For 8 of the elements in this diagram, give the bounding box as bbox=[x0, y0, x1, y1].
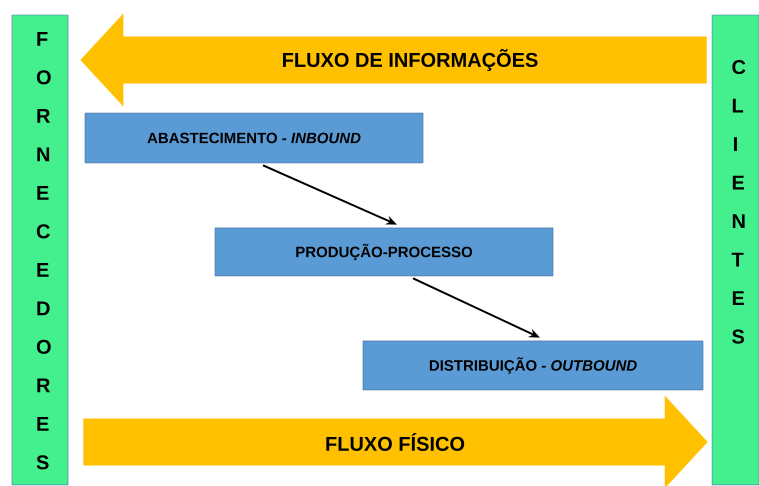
process-box: DISTRIBUIÇÃO - OUTBOUND bbox=[362, 340, 704, 390]
process-box: PRODUÇÃO-PROCESSO bbox=[214, 228, 554, 276]
block-arrow bbox=[83, 395, 708, 486]
edge-label: FLUXO DE INFORMAÇÕES bbox=[280, 48, 540, 72]
edge-label: FLUXO FÍSICO bbox=[324, 432, 466, 452]
side-bar: FORNECEDORES bbox=[12, 14, 68, 486]
process-box: ABASTECIMENTO - INBOUND bbox=[84, 112, 424, 164]
side-bar: CLIENTES bbox=[712, 14, 759, 486]
